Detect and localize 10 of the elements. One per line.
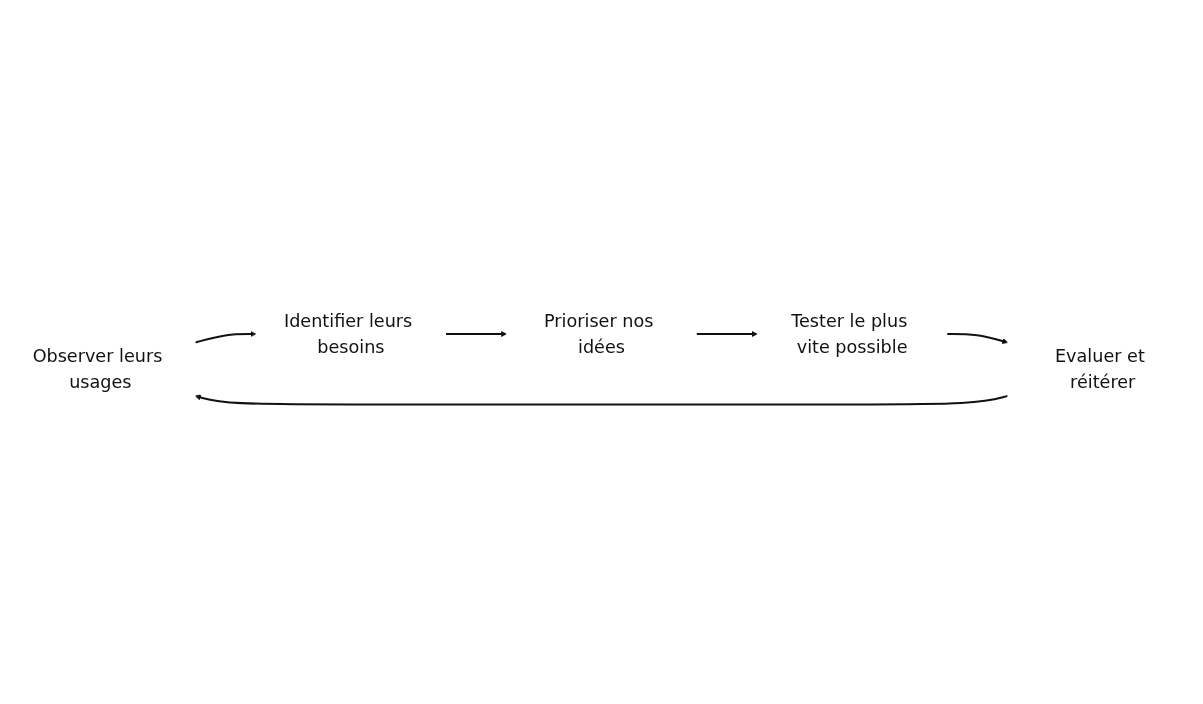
node-text: Prioriser nos idées	[544, 310, 654, 358]
arrow	[946, 333, 1009, 345]
node-text: Identifier leurs besoins	[283, 310, 413, 358]
arrow	[445, 331, 507, 338]
node-text: Tester le plus vite possible	[791, 310, 908, 358]
node-text: Observer leurs usages	[32, 345, 163, 393]
arrow	[696, 331, 758, 338]
arrow	[194, 394, 1009, 406]
node-text: Evaluer et réitérer	[1054, 345, 1145, 393]
arrow	[194, 331, 257, 344]
